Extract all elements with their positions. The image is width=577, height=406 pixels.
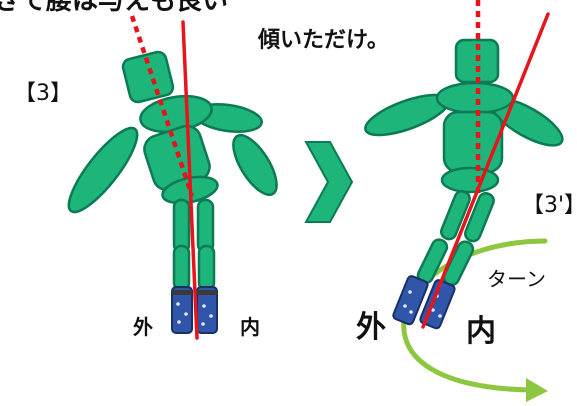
chevron-right-icon bbox=[306, 142, 352, 222]
right-figure-legs bbox=[416, 189, 496, 287]
step-label-right: 【3'】 bbox=[522, 193, 577, 218]
inner-label-left: 内 bbox=[240, 315, 260, 339]
turn-label: ターン bbox=[487, 267, 546, 291]
right-figure-torso bbox=[444, 112, 502, 172]
inner-label-right: 内 bbox=[466, 314, 496, 349]
top-cut-caption: きで腰は与えも良い bbox=[0, 0, 228, 16]
right-figure-chest bbox=[437, 83, 513, 113]
lean-caption: 傾いただけ。 bbox=[257, 28, 389, 53]
step-label-left: 【3】 bbox=[14, 81, 72, 106]
left-figure bbox=[59, 16, 285, 338]
outer-label-right: 外 bbox=[356, 310, 386, 345]
right-figure-hips bbox=[442, 168, 498, 192]
outer-label-left: 外 bbox=[133, 315, 153, 339]
